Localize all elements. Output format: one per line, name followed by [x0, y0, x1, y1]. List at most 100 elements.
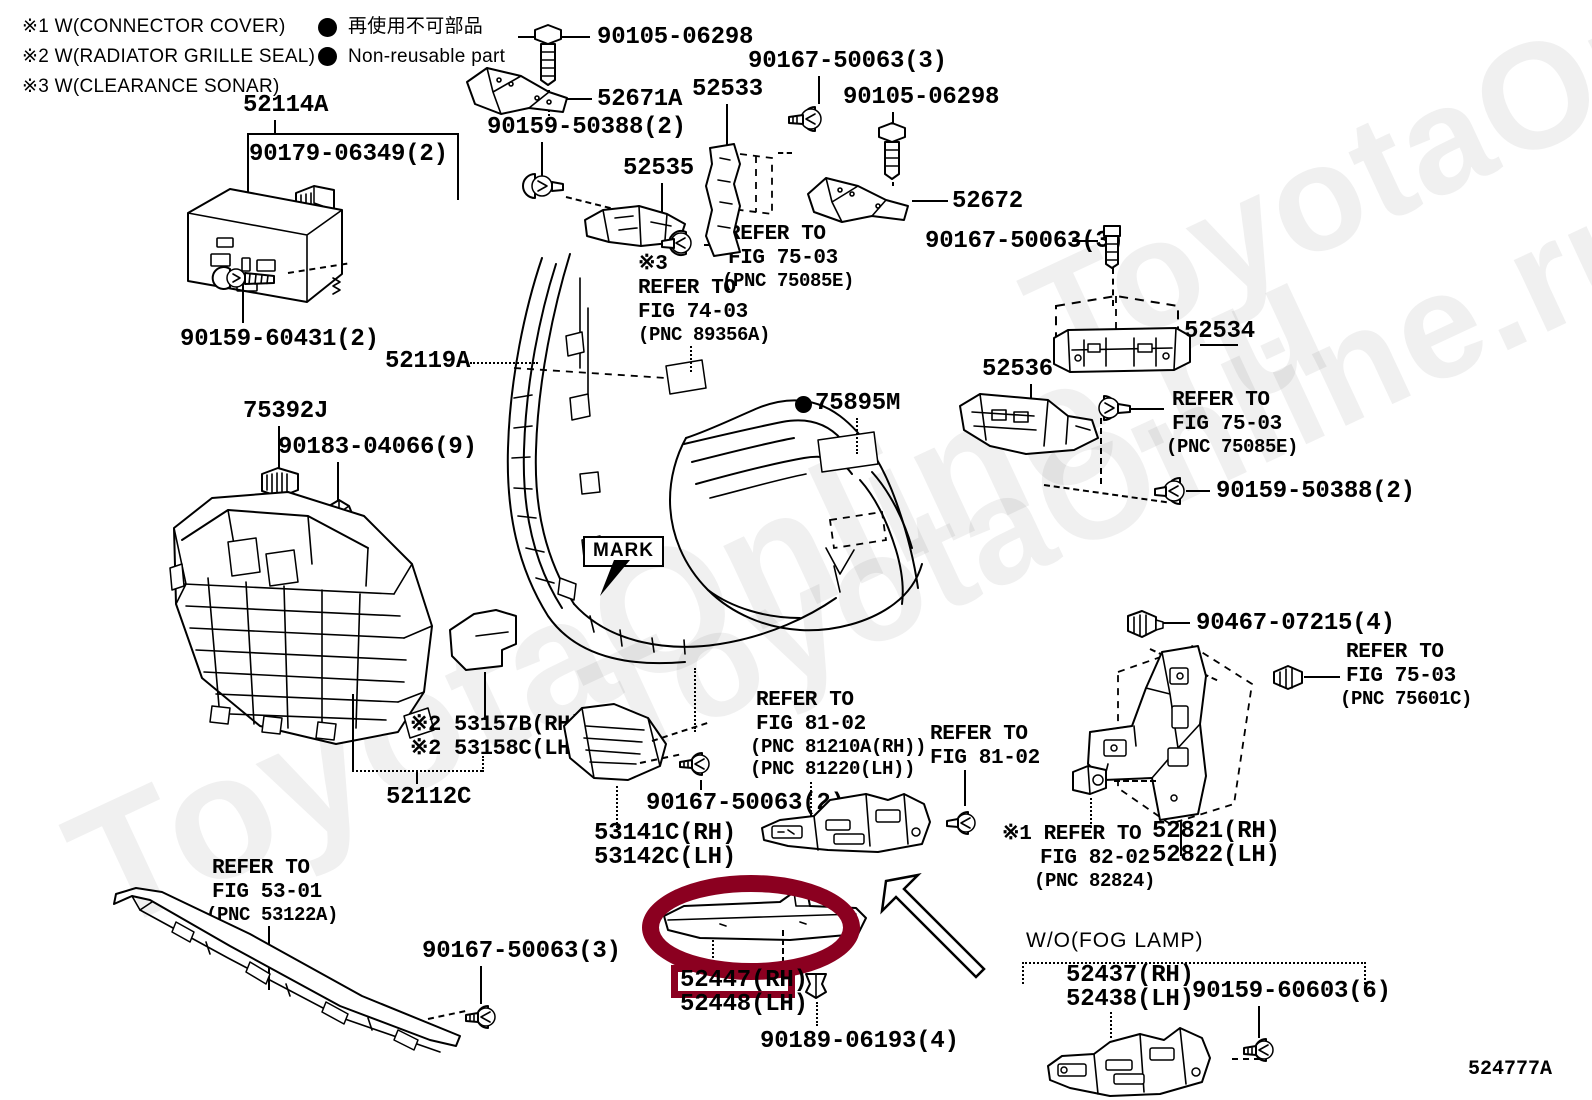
refer-fig74-03-line2: FIG 74-03: [638, 301, 748, 324]
refer-fig81-02-a-line1: REFER TO: [756, 689, 854, 712]
label-75895M: 75895M: [815, 390, 901, 417]
label-52533: 52533: [692, 76, 764, 103]
leader-90167-50063-r: [1072, 240, 1098, 242]
part-art-bolt-90167-c: [679, 752, 710, 776]
nonreusable-bullet-75895M-icon: [795, 396, 812, 413]
part-art-clip-refer7503-c: [1273, 665, 1303, 690]
leader-90189-06193: [816, 1002, 818, 1026]
leader-75392J: [278, 426, 280, 468]
part-art-52437: [1047, 1027, 1211, 1097]
part-art-clip-75392J: [261, 467, 299, 498]
refer-fig74-03-mark: ※3: [638, 253, 668, 276]
label-75392J: 75392J: [243, 398, 329, 425]
legend-note-1: ※1 W(CONNECTOR COVER): [22, 16, 286, 37]
label-90467-07215: 90467-07215(4): [1196, 610, 1395, 637]
leader-90167-50063-top: [818, 76, 820, 104]
dash-connector-cover: [1114, 780, 1156, 782]
part-art-bolt-refer7503-a: [661, 230, 692, 256]
leader-90467-07215: [1160, 622, 1190, 624]
bracket-wo-fog-lamp: [1022, 962, 1366, 964]
label-52671A: 52671A: [597, 86, 683, 113]
refer-fig53-01-line2: FIG 53-01: [212, 881, 322, 904]
label-90183-04066: 90183-04066(9): [278, 434, 477, 461]
part-art-clip-90467: [1127, 610, 1164, 638]
leader-52533: [726, 104, 728, 148]
label-90159-60431: 90159-60431(2): [180, 326, 379, 353]
part-art-52671A: [466, 67, 568, 115]
refer-fig82-02-mark-and-line1: ※1 REFER TO: [1002, 822, 1142, 848]
refer-fig82-02-line1-sep: [1031, 823, 1043, 846]
label-53157B: ※2 53157B(RH): [410, 712, 583, 737]
mark-callout-pointer: [600, 560, 630, 596]
leader-refer7503-c: [1304, 676, 1340, 678]
label-90105-06298-a: 90105-06298: [597, 24, 754, 51]
label-90189-06193: 90189-06193(4): [760, 1028, 959, 1055]
leader-52437: [1110, 1012, 1112, 1038]
leader-fig81-02-a: [810, 782, 812, 828]
refer-fig81-02-b-line2: FIG 81-02: [930, 747, 1040, 770]
dash-52536-right: [1100, 418, 1102, 484]
leader-52114A-drop-left: [247, 133, 249, 192]
refer-fig75-03-b-line2: FIG 75-03: [1172, 413, 1282, 436]
refer-fig82-02-mark: ※1: [1002, 823, 1032, 846]
label-52448: 52448(LH): [680, 991, 808, 1018]
label-53142C: 53142C(LH): [594, 844, 737, 871]
label-52821: 52821(RH): [1152, 818, 1280, 845]
leader-52114A-h: [247, 133, 458, 135]
refer-fig75-03-a-pnc: (PNC 75085E): [722, 270, 855, 292]
label-52437: 52437(RH): [1066, 962, 1194, 989]
label-wo-fog-lamp: W/O(FOG LAMP): [1026, 929, 1204, 952]
label-52535: 52535: [623, 155, 695, 182]
part-art-52534: [1053, 294, 1191, 373]
part-art-screw-90159-60431: [211, 266, 275, 290]
label-90159-50388-b: 90159-50388(2): [1216, 478, 1415, 505]
part-art-52536: [959, 393, 1099, 455]
part-art-clip-90189: [805, 973, 827, 999]
refer-fig81-02-b-line1: REFER TO: [930, 723, 1028, 746]
part-art-clip-90159-50388-a: [522, 173, 564, 199]
label-90105-06298-b: 90105-06298: [843, 84, 1000, 111]
label-52534: 52534: [1184, 318, 1256, 345]
leader-refer7503-b: [1128, 408, 1164, 410]
part-art-bolt-90105-b: [878, 122, 906, 180]
refer-fig75-03-c-line2: FIG 75-03: [1346, 665, 1456, 688]
leader-53141C-up: [694, 668, 696, 732]
dash-52536-to-clip: [1043, 484, 1167, 504]
part-art-bolt-90167-top: [788, 106, 822, 132]
leader-fig81-02-b: [964, 770, 966, 806]
refer-fig75-03-c-line1: REFER TO: [1346, 641, 1444, 664]
part-art-clip-90159-50388-b: [1154, 477, 1185, 505]
leader-90105-06298-b: [892, 112, 894, 124]
label-52447: 52447(RH): [680, 967, 808, 994]
refer-fig75-03-a-line1: REFER TO: [728, 223, 826, 246]
legend-note-3: ※3 W(CLEARANCE SONAR): [22, 76, 280, 97]
part-art-bolt-90167-bl: [465, 1005, 496, 1029]
part-art-lower-moulding: [113, 887, 461, 1053]
refer-fig75-03-b-pnc: (PNC 75085E): [1166, 436, 1299, 458]
leader-52821: [1180, 820, 1182, 856]
part-art-bolt-90167-r: [1103, 225, 1121, 269]
leader-52672: [912, 200, 948, 202]
leader-53157B: [484, 672, 486, 720]
refer-fig74-03-line1: REFER TO: [638, 277, 736, 300]
mark-callout-box: MARK: [583, 536, 664, 567]
part-art-52672: [807, 177, 909, 223]
label-52112C: 52112C: [386, 784, 472, 811]
leader-52114A-v: [274, 120, 276, 134]
dash-52437-bolt: [1232, 1058, 1260, 1060]
refer-fig82-02-pnc: (PNC 82824): [1034, 870, 1156, 892]
leader-90183-04066: [337, 462, 339, 500]
label-90179-06349: 90179-06349(2): [249, 141, 448, 168]
leader-90159-50388-b: [1186, 490, 1210, 492]
part-art-53141C: [563, 703, 667, 781]
part-art-bolt-90105-a: [534, 24, 562, 86]
nonreusable-bullet-en-icon: [318, 47, 337, 66]
bracket-wo-fog-left-tick: [1022, 962, 1024, 984]
leader-53141C: [616, 786, 618, 832]
label-52119A: 52119A: [385, 348, 471, 375]
dash-90105-b-down: [892, 182, 894, 186]
label-53141C: 53141C(RH): [594, 820, 737, 847]
highlight-box-52447: [671, 965, 795, 998]
label-52672: 52672: [952, 188, 1024, 215]
